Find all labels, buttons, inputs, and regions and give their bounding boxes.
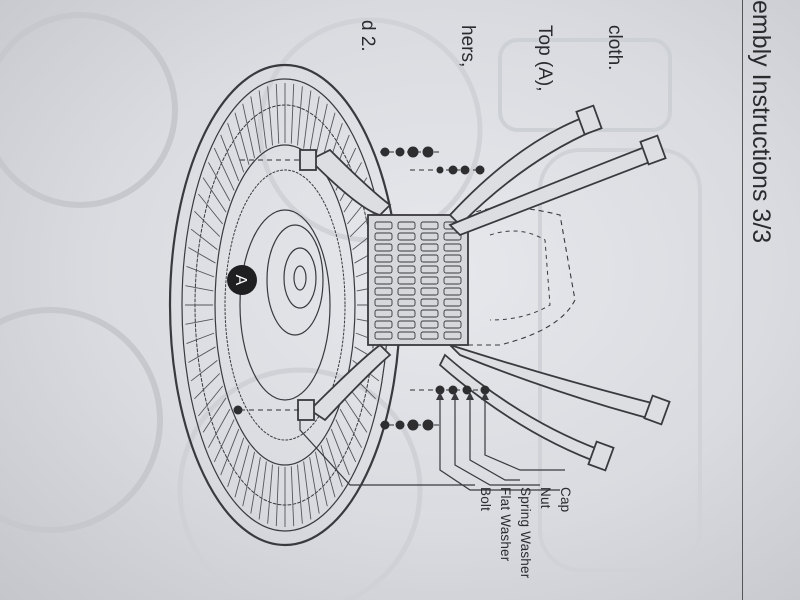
label-cap: Cap [558, 487, 573, 513]
table-legs [297, 104, 671, 472]
label-nut: Nut [538, 487, 553, 509]
title-rule [742, 0, 743, 600]
part-marker-a: A [227, 265, 257, 295]
hardware-stacks [233, 146, 490, 431]
label-spring-washer: Spring Washer [518, 487, 533, 579]
callout-arrowheads [436, 392, 489, 400]
table-base-frame [367, 206, 576, 346]
part-marker-letter: A [232, 275, 249, 286]
label-bolt: Bolt [478, 487, 493, 512]
hardware-callouts [299, 400, 565, 491]
label-flat-washer: Flat Washer [498, 487, 513, 562]
